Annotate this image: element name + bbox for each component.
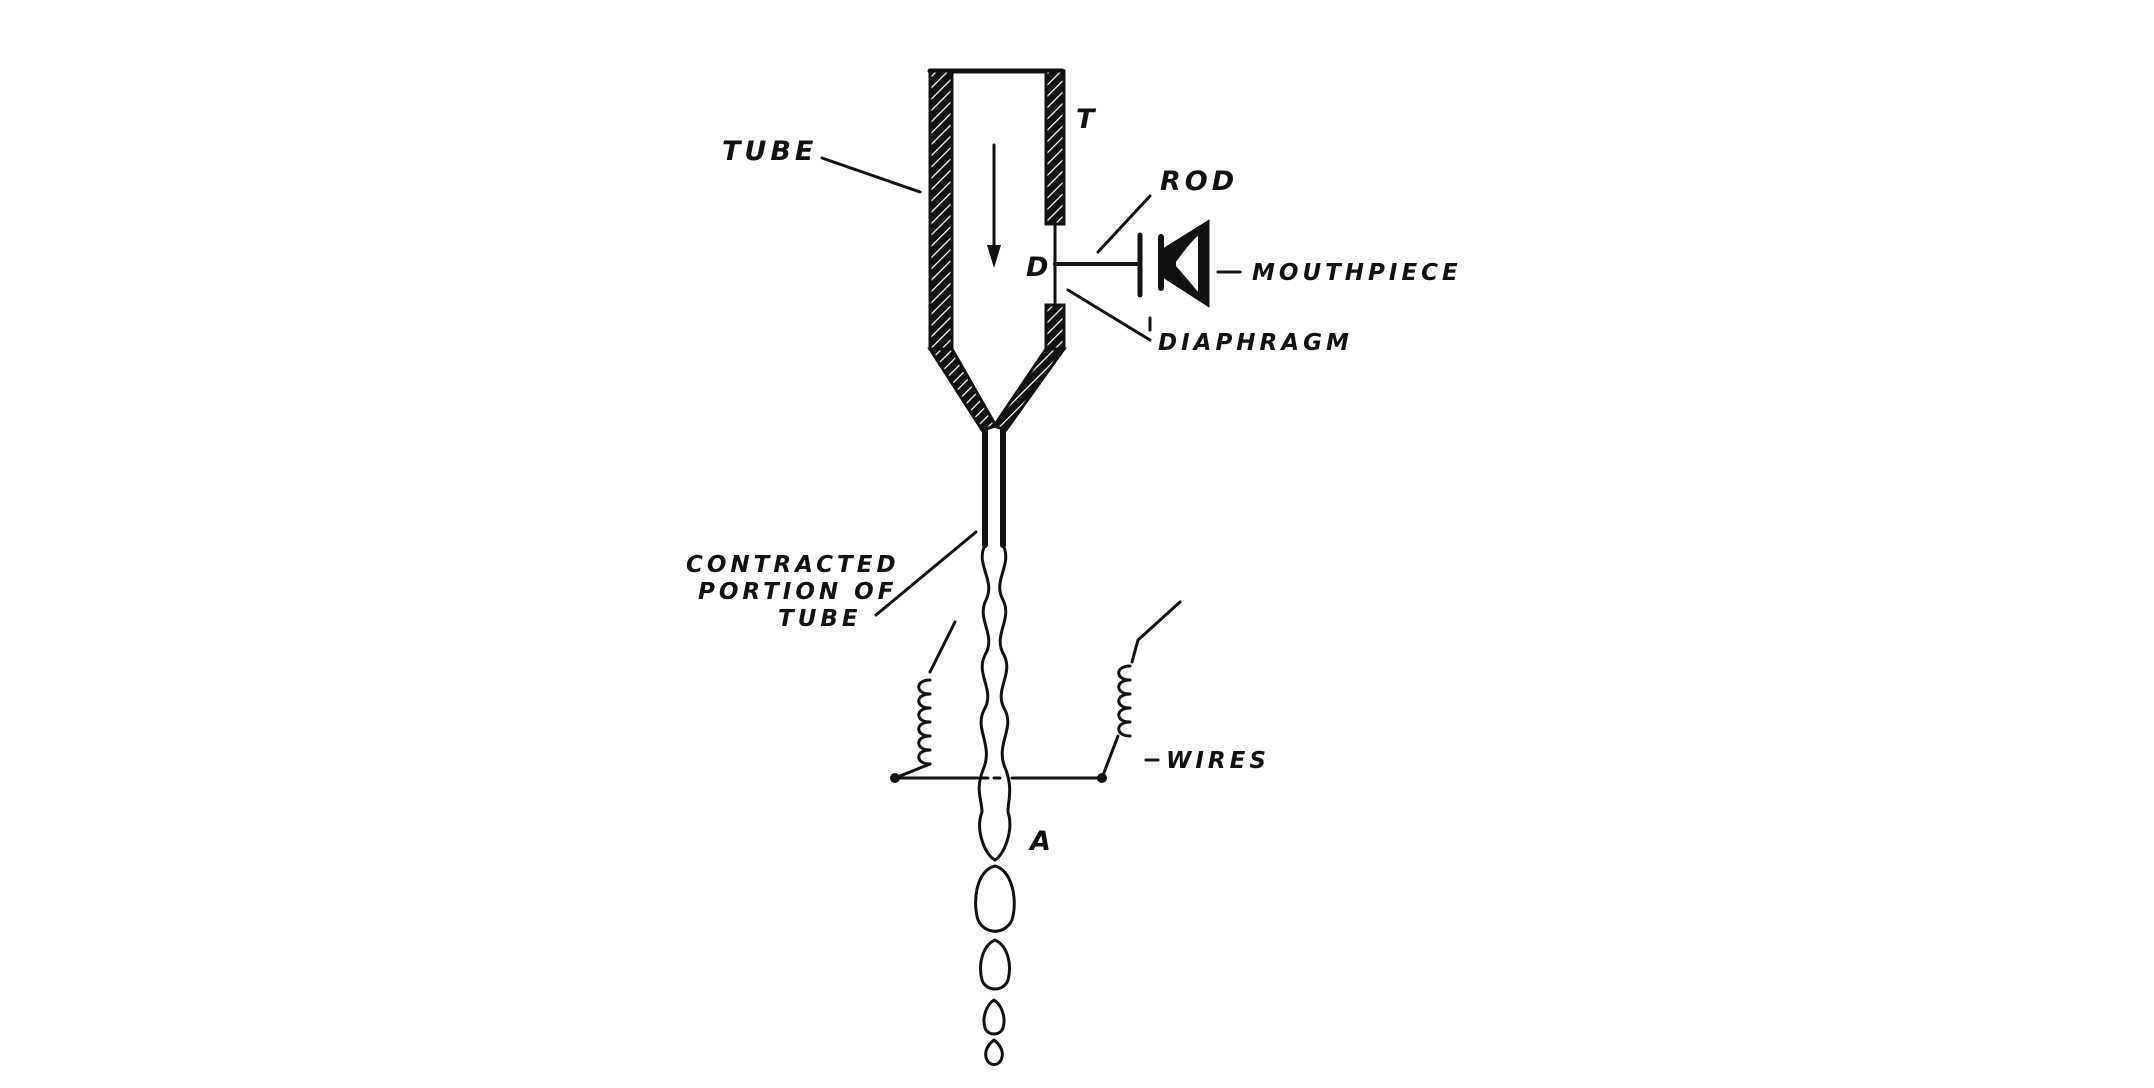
diaphragm-label: DIAPHRAGM [1158, 330, 1353, 356]
diaphragm-leader [1066, 288, 1152, 342]
tube-label: TUBE [722, 136, 817, 167]
contracted-label-line2: PORTION OF [698, 579, 897, 605]
wires-label: WIRES [1166, 748, 1270, 774]
water-stream [974, 543, 1016, 1066]
droplet [984, 1038, 1004, 1066]
tube-leader [820, 156, 922, 194]
flow-arrow-icon [987, 143, 1001, 268]
tube-right-taper [991, 347, 1067, 432]
rod-leader [1096, 194, 1152, 254]
d-label: D [1026, 252, 1052, 283]
t-label: T [1076, 104, 1098, 135]
contracted-label-line3: TUBE [778, 606, 862, 632]
mouthpiece-label: MOUTHPIECE [1252, 260, 1462, 286]
contracted-leader [874, 530, 978, 617]
a-label: A [1028, 826, 1055, 857]
contracted-label-line1: CONTRACTED [686, 552, 900, 578]
mouthpiece-icon [1158, 219, 1210, 308]
tube-right-wall-upper [1044, 69, 1066, 226]
tube-left-taper [927, 347, 999, 432]
droplet [982, 998, 1006, 1036]
droplet [979, 938, 1011, 991]
tube-left-wall [928, 69, 954, 351]
tube [927, 68, 1067, 548]
rod-label: ROD [1160, 166, 1238, 197]
leader-lines [820, 156, 1242, 762]
tube-right-wall-lower [1044, 303, 1066, 351]
wires [890, 600, 1182, 783]
coil-icon [1100, 600, 1182, 780]
coil-icon [893, 620, 957, 780]
droplet [974, 864, 1016, 933]
diaphragm-assembly [1053, 222, 1143, 307]
